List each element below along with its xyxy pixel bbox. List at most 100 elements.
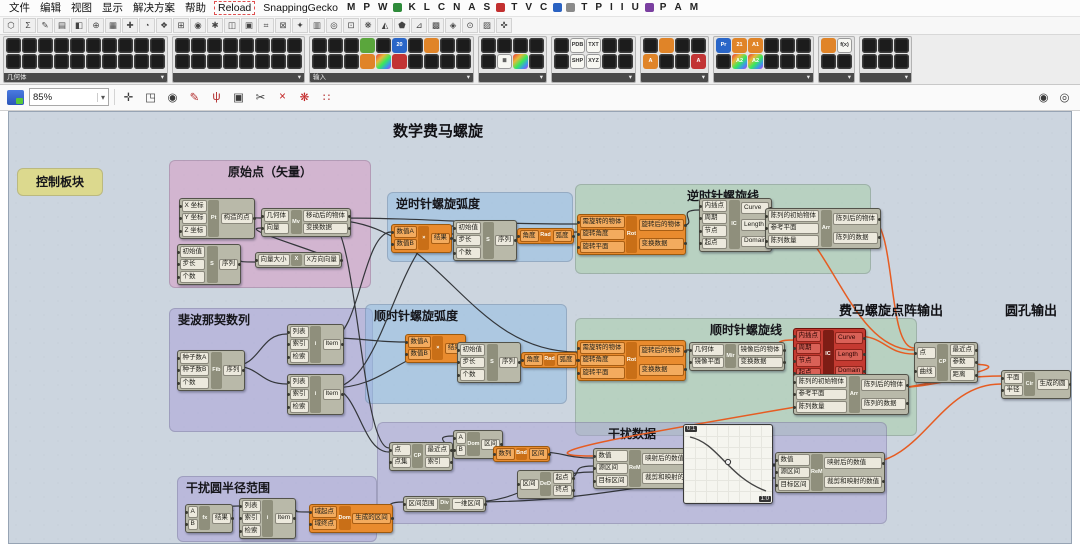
component-icon[interactable] [602,37,617,53]
quick-access-icon[interactable]: ◔ [139,17,155,33]
component-icon[interactable] [22,53,37,69]
component-icon[interactable]: f(x) [837,37,852,53]
output-port[interactable]: 构造的点 [220,212,256,225]
input-port[interactable]: 列表 [286,326,309,338]
component-icon[interactable] [134,53,149,69]
output-port[interactable]: 生成的圆 [1036,378,1071,391]
component-icon[interactable] [255,53,270,69]
input-port[interactable]: 旋转角度 [576,354,625,367]
input-port[interactable]: 步长 [176,258,205,271]
component-icon[interactable] [70,37,85,53]
quick-access-icon[interactable]: ▦ [105,17,121,33]
wire[interactable] [566,363,990,457]
component-icon[interactable] [86,53,101,69]
component-icon[interactable]: A2 [732,53,747,69]
component-icon[interactable] [86,37,101,53]
component-icon[interactable] [513,37,528,53]
component-icon[interactable] [360,37,375,53]
input-port[interactable]: 个数 [452,247,481,259]
input-port[interactable]: B [452,444,466,457]
graph-control-point[interactable] [724,458,732,465]
quick-access-icon[interactable]: ▨ [479,17,495,33]
input-port[interactable]: 种子数B [176,364,210,377]
input-port[interactable]: 个数 [456,369,485,381]
input-port[interactable]: 索引 [286,388,309,401]
category-tab-icon[interactable] [496,3,506,13]
category-tab[interactable]: M [347,2,356,14]
input-port[interactable]: 节点 [698,225,727,237]
save-icon[interactable] [7,89,24,105]
component-icon[interactable] [878,37,893,53]
category-tab[interactable]: L [423,2,430,14]
component-icon[interactable] [360,53,375,69]
input-port[interactable]: 列表 [238,500,261,512]
component-icon[interactable] [602,53,617,69]
component-icon[interactable] [38,53,53,69]
component-icon[interactable] [134,37,149,53]
category-tab[interactable]: C [539,2,548,14]
quick-access-icon[interactable]: ✦ [292,17,308,33]
quick-access-icon[interactable]: ▩ [428,17,444,33]
output-port[interactable]: 旋转后的物体 [638,345,687,357]
component-icon[interactable] [894,53,909,69]
input-port[interactable]: B [184,518,198,531]
input-port[interactable]: 需旋转的物体 [576,216,625,228]
chevron-down-icon[interactable]: ▾ [904,74,908,82]
component-icon[interactable] [424,37,439,53]
category-tab[interactable]: K [408,2,416,14]
category-tab[interactable]: P [363,2,371,14]
lattice-icon[interactable]: ∷ [322,92,331,105]
input-port[interactable]: 向量大小 [254,254,290,266]
component-icon[interactable] [118,53,133,69]
chevron-down-icon[interactable]: ▾ [297,74,301,82]
component-icon[interactable] [150,53,165,69]
output-port[interactable]: 序列 [223,364,246,377]
output-port[interactable]: 变换数据 [638,364,687,376]
output-port[interactable]: 终点 [552,484,575,497]
component-icon[interactable] [38,37,53,53]
component-icon[interactable] [675,53,690,69]
component-icon[interactable] [481,37,496,53]
input-port[interactable]: 陈列数量 [792,401,847,413]
component-icon[interactable] [191,53,206,69]
chevron-down-icon[interactable]: ▾ [539,74,543,82]
category-tab[interactable]: A [674,2,682,14]
output-port[interactable]: X方向向量 [303,254,344,266]
input-port[interactable]: 区间范围 [402,498,438,510]
component-icon[interactable] [878,53,893,69]
output-port[interactable]: 弧度 [556,354,579,366]
quick-access-icon[interactable]: ✱ [207,17,223,33]
output-port[interactable]: 陈列的数据 [833,232,881,244]
component-icon[interactable] [618,53,633,69]
component-icon[interactable] [408,37,423,53]
component-icon[interactable] [344,37,359,53]
component-icon[interactable] [54,37,69,53]
input-port[interactable]: 几何体 [688,344,724,356]
input-port[interactable]: 周期 [792,342,821,355]
preview-eye-icon[interactable]: ◉ [167,92,178,105]
quick-access-icon[interactable]: ⊕ [88,17,104,33]
input-port[interactable]: 种子数A [176,352,210,364]
input-port[interactable]: 周期 [698,212,727,225]
input-port[interactable]: 个数 [176,377,210,389]
input-port[interactable]: 陈列的初始物体 [792,376,847,388]
output-port[interactable]: 区间 [528,448,551,460]
output-port[interactable]: 裁剪和映射的数值 [824,476,886,488]
output-port[interactable]: 变换数据 [638,238,687,250]
input-port[interactable]: 数值 [592,450,628,462]
input-port[interactable]: 检索 [238,525,261,537]
chevron-down-icon[interactable]: ▾ [628,74,632,82]
component-icon[interactable] [716,53,731,69]
component-icon[interactable] [207,53,222,69]
component-icon[interactable] [497,37,512,53]
input-port[interactable]: 源区间 [592,462,628,475]
output-port[interactable]: 序列 [499,356,521,369]
output-port[interactable]: 变换数据 [737,356,786,369]
component-icon[interactable] [691,37,706,53]
input-port[interactable]: A [452,432,466,444]
